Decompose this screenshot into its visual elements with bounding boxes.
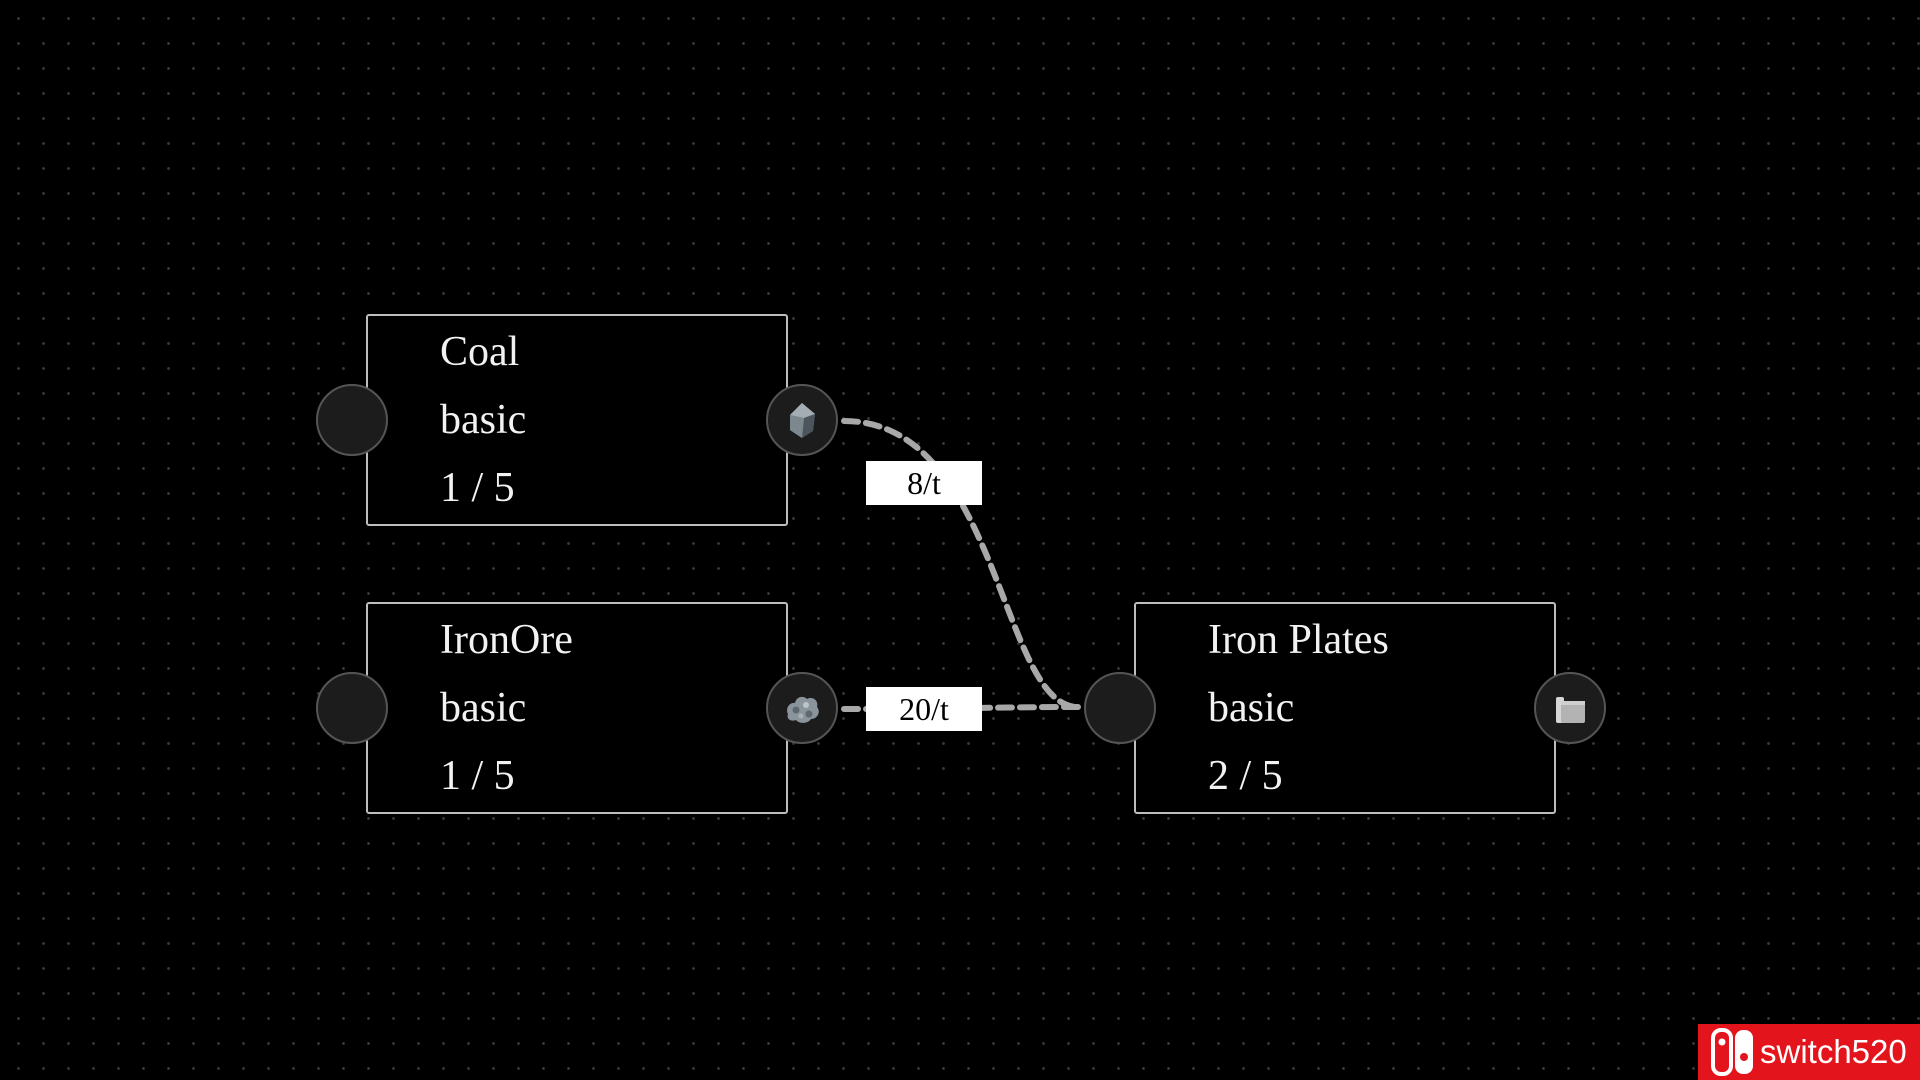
node-count: 1 / 5 [440,753,515,799]
iron-ore-icon [787,696,819,723]
node-count: 1 / 5 [440,465,515,511]
output-port[interactable] [766,384,838,456]
switch-console-logo-icon [1711,1028,1753,1076]
iron-plate-icon [1556,697,1585,723]
node-iron-plates[interactable]: Iron Plates basic 2 / 5 [1084,602,1606,814]
node-title: Coal [440,329,520,375]
node-tier: basic [1208,685,1295,731]
input-port[interactable] [1084,672,1156,744]
watermark-text: switch520 [1760,1033,1907,1070]
node-ironore[interactable]: IronOre basic 1 / 5 [316,602,838,814]
rate-label-ironore-link: 20/t [866,687,982,731]
node-tier: basic [440,397,527,443]
input-port[interactable] [316,672,388,744]
node-coal[interactable]: Coal basic 1 / 5 [316,314,838,526]
output-port[interactable] [1534,672,1606,744]
node-count: 2 / 5 [1208,753,1283,799]
input-port[interactable] [316,384,388,456]
node-tier: basic [440,685,527,731]
coal-lump-icon [790,403,815,438]
output-port[interactable] [766,672,838,744]
site-watermark: switch520 [1698,1024,1920,1080]
node-title: IronOre [440,617,573,663]
node-title: Iron Plates [1208,617,1389,663]
rate-label-coal-link: 8/t [866,461,982,505]
